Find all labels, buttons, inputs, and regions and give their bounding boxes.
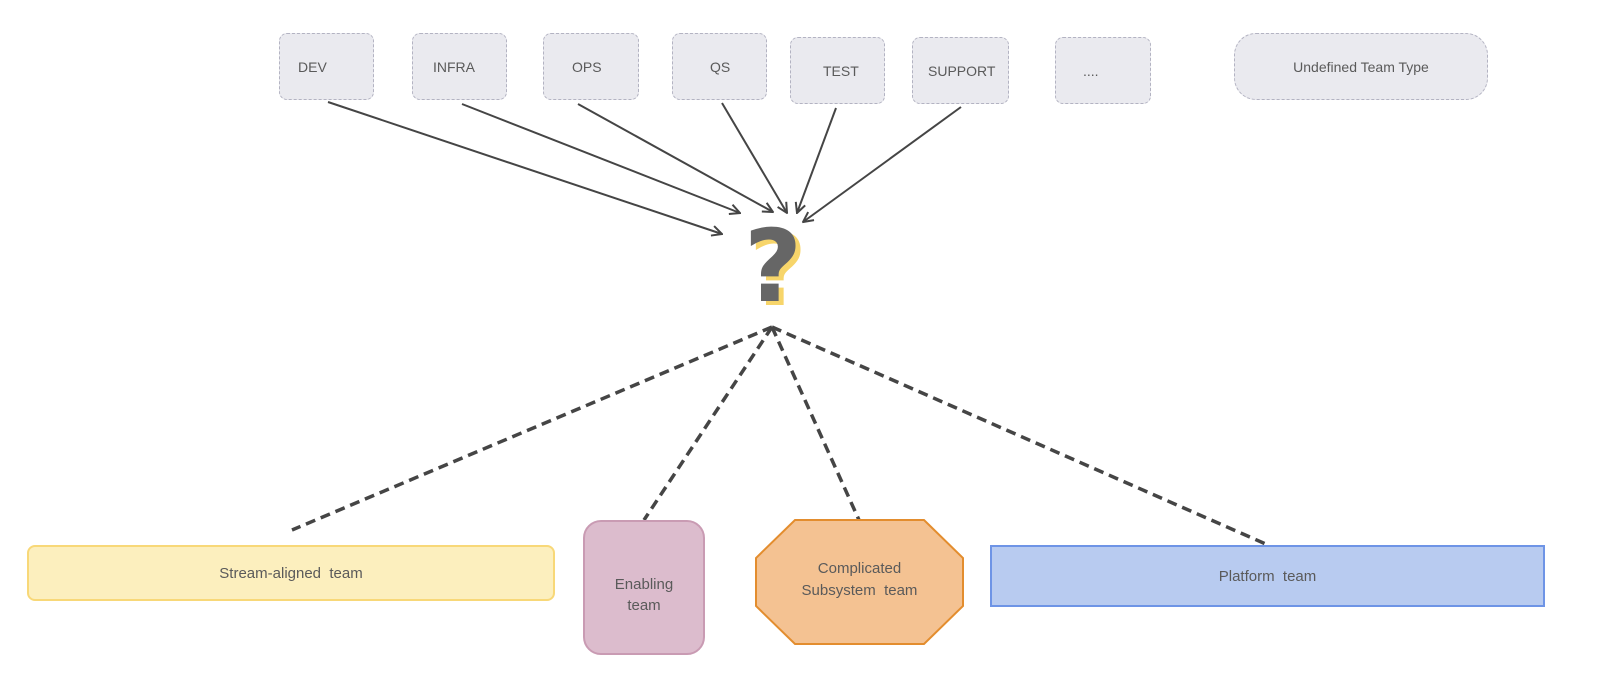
team-type-qs-label: QS bbox=[710, 59, 731, 75]
stream-aligned-team-label: Stream-aligned team bbox=[219, 564, 363, 582]
team-type-dev-label: DEV bbox=[298, 59, 327, 75]
team-type-infra[interactable]: INFRA bbox=[412, 33, 507, 100]
enabling-team-label-line1: Enabling bbox=[614, 576, 674, 593]
link-to-platform bbox=[771, 325, 1269, 547]
question-mark-glyph: ? bbox=[744, 208, 803, 325]
link-to-stream-aligned bbox=[291, 325, 773, 532]
enabling-team-label-line2: team bbox=[627, 597, 661, 614]
platform-team[interactable]: Platform team bbox=[990, 545, 1545, 607]
arrow-infra-to-question bbox=[461, 103, 740, 213]
team-type-qs[interactable]: QS bbox=[672, 33, 767, 100]
arrow-ops-to-question bbox=[577, 103, 773, 212]
complicated-subsystem-team-shape[interactable] bbox=[755, 519, 964, 645]
team-type-ops-label: OPS bbox=[572, 59, 602, 75]
stream-aligned-team[interactable]: Stream-aligned team bbox=[27, 545, 555, 601]
arrow-dev-to-question bbox=[327, 101, 722, 234]
team-type-dev[interactable]: DEV bbox=[279, 33, 374, 100]
question-mark-icon: ? ? bbox=[744, 208, 814, 326]
platform-team-label: Platform team bbox=[1218, 567, 1317, 585]
link-to-enabling bbox=[642, 326, 774, 521]
team-type-more[interactable]: .... bbox=[1055, 37, 1151, 104]
question-mark-shadow: ? bbox=[749, 212, 808, 329]
undefined-team-type-label: Undefined Team Type bbox=[1293, 58, 1429, 75]
enabling-team-label: Enabling team bbox=[615, 574, 673, 616]
team-type-support[interactable]: SUPPORT bbox=[912, 37, 1009, 104]
arrow-test-to-question bbox=[797, 107, 837, 213]
link-to-complicated-subsystem bbox=[770, 326, 861, 521]
arrow-support-to-question bbox=[803, 106, 962, 222]
team-type-ops[interactable]: OPS bbox=[543, 33, 639, 100]
team-type-test-label: TEST bbox=[823, 63, 859, 79]
enabling-team[interactable]: Enabling team bbox=[583, 520, 705, 655]
team-type-more-label: .... bbox=[1083, 63, 1099, 79]
team-type-support-label: SUPPORT bbox=[928, 63, 996, 79]
arrow-qs-to-question bbox=[721, 102, 787, 213]
team-type-test[interactable]: TEST bbox=[790, 37, 885, 104]
team-type-infra-label: INFRA bbox=[433, 59, 475, 75]
undefined-team-type-legend[interactable]: Undefined Team Type bbox=[1234, 33, 1488, 100]
